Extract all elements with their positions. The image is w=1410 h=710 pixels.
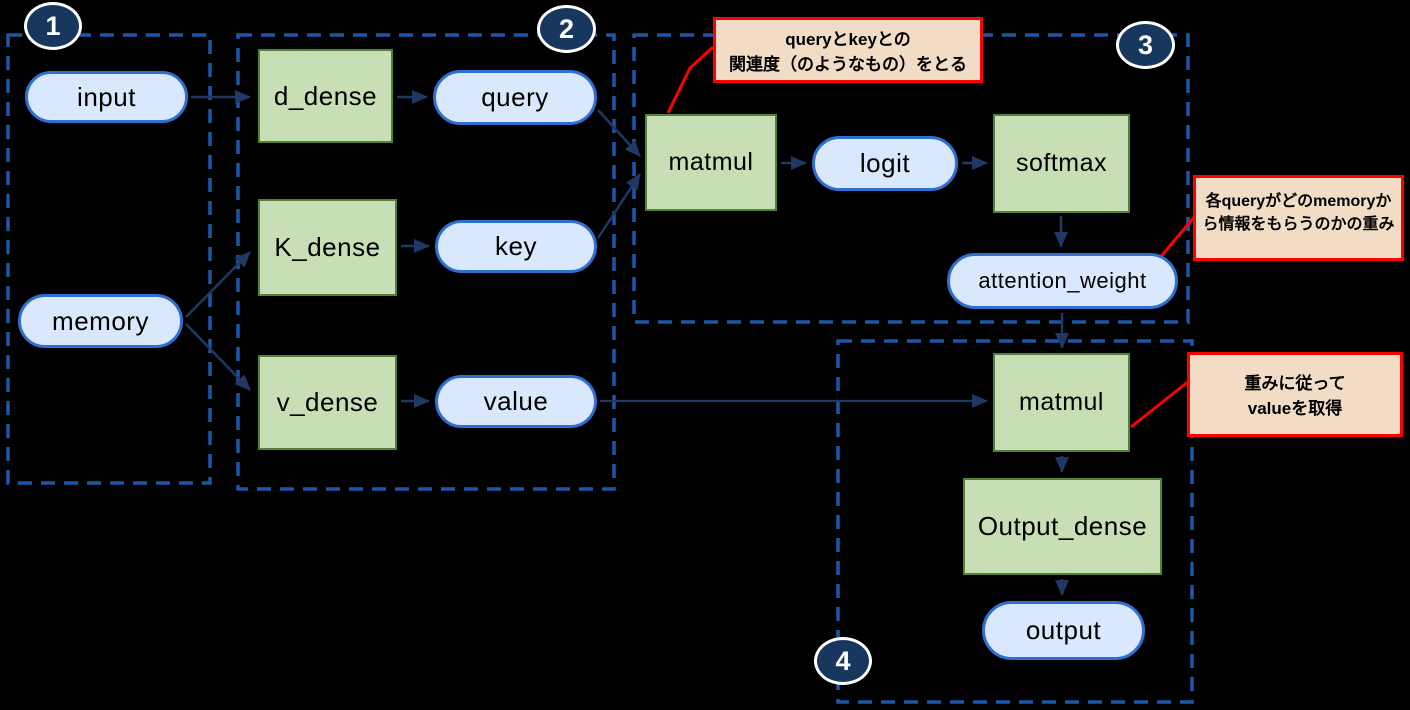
callout-qk-relevance-line1: queryとkeyとの bbox=[785, 30, 911, 49]
node-matmul-qk: matmul bbox=[645, 114, 777, 211]
group-4-outline bbox=[836, 339, 1194, 704]
badge-group-2: 2 bbox=[537, 5, 596, 53]
connector-value-by-weight bbox=[1130, 379, 1190, 429]
callout-value-by-weight: 重みに従って valueを取得 bbox=[1187, 352, 1403, 437]
callout-attention-weight-meaning-line2: ら情報をもらうのかの重み bbox=[1202, 216, 1395, 234]
arrow-memory-to-v-dense bbox=[185, 323, 251, 391]
node-query: query bbox=[433, 70, 597, 125]
node-input: input bbox=[25, 71, 188, 123]
badge-group-4: 4 bbox=[814, 637, 872, 685]
group-1-outline bbox=[6, 33, 212, 485]
node-d-dense: d_dense bbox=[258, 49, 393, 143]
callout-value-by-weight-line2: valueを取得 bbox=[1247, 398, 1343, 418]
callout-qk-relevance: queryとkeyとの 関連度（のようなもの）をとる bbox=[713, 17, 983, 83]
node-logit: logit bbox=[812, 136, 958, 191]
node-v-dense: v_dense bbox=[258, 355, 397, 450]
node-softmax: softmax bbox=[993, 114, 1130, 213]
callout-qk-relevance-line2: 関連度（のようなもの）をとる bbox=[729, 54, 967, 74]
callout-attention-weight-meaning-line1: 各queryがどのmemoryか bbox=[1205, 193, 1392, 210]
connector-attention-weight-meaning bbox=[1156, 215, 1197, 261]
badge-group-1: 1 bbox=[24, 2, 82, 50]
connector-qk-relevance bbox=[666, 45, 715, 114]
node-output: output bbox=[982, 601, 1145, 660]
node-key: key bbox=[435, 220, 597, 273]
node-memory: memory bbox=[18, 294, 183, 348]
node-value: value bbox=[435, 375, 597, 428]
callout-attention-weight-meaning: 各queryがどのmemoryか ら情報をもらうのかの重み bbox=[1193, 175, 1404, 261]
arrow-query-to-matmul bbox=[597, 109, 641, 157]
badge-group-3: 3 bbox=[1116, 21, 1175, 69]
arrow-memory-to-k-dense bbox=[185, 251, 251, 318]
arrow-key-to-matmul bbox=[596, 173, 642, 239]
node-k-dense: K_dense bbox=[258, 199, 397, 296]
node-matmul-av: matmul bbox=[993, 353, 1130, 452]
node-output-dense: Output_dense bbox=[963, 478, 1162, 575]
node-attention-weight: attention_weight bbox=[947, 253, 1178, 309]
callout-value-by-weight-line1: 重みに従って bbox=[1244, 374, 1346, 393]
